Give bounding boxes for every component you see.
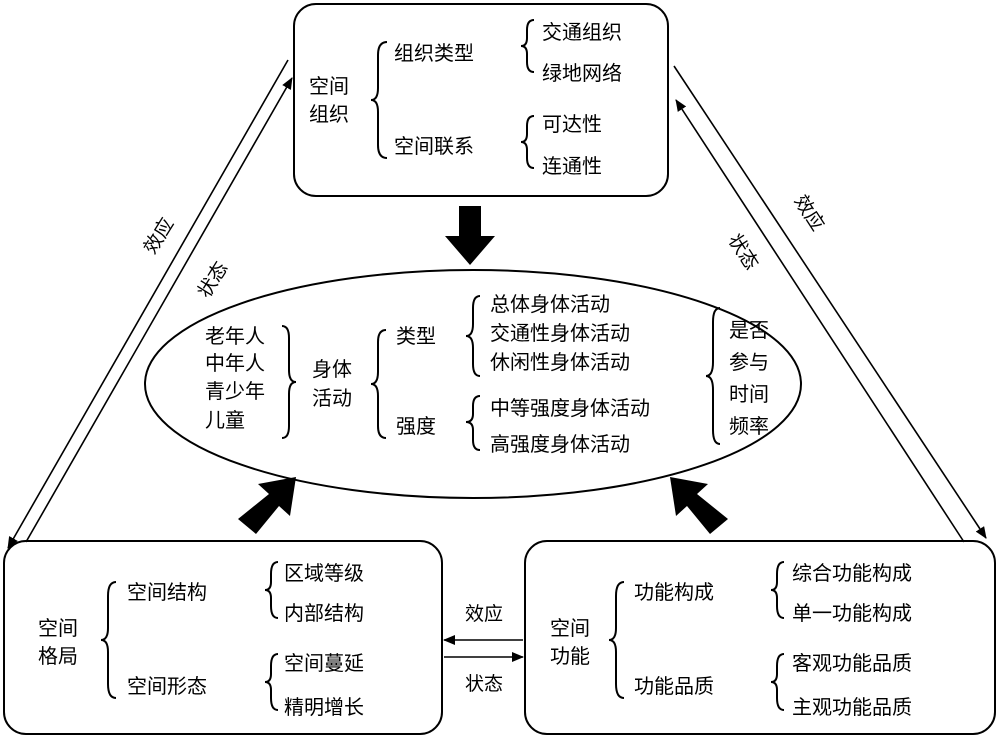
brace-center-intensity <box>465 395 481 451</box>
brace-left-main <box>100 581 117 699</box>
top-group-1-item-1: 交通组织 <box>542 20 622 44</box>
center-title-line-2: 活动 <box>312 386 352 410</box>
brace-top-type <box>520 19 535 73</box>
braces <box>100 19 785 711</box>
block-arrow-top-down <box>445 206 495 265</box>
left-group-2-item-1: 空间蔓延 <box>284 651 364 675</box>
top-title-line-2: 组织 <box>309 102 349 126</box>
brace-left-form <box>264 653 279 711</box>
arrow-effect-left <box>7 59 289 549</box>
people-group-4: 儿童 <box>205 408 245 432</box>
right-group-1-label: 功能构成 <box>634 580 714 604</box>
intensity-item-2: 高强度身体活动 <box>490 432 630 456</box>
arrow-state-right <box>675 99 965 543</box>
top-group-2-label: 空间联系 <box>394 134 474 158</box>
left-group-1-item-2: 内部结构 <box>284 601 364 625</box>
right-group-1-item-1: 综合功能构成 <box>792 561 912 585</box>
left-title-line-1: 空间 <box>38 616 78 640</box>
arrow-state-left <box>25 77 293 543</box>
intensity-item-1: 中等强度身体活动 <box>490 396 650 420</box>
measure-2: 参与 <box>729 350 769 374</box>
brace-center-people <box>281 325 297 439</box>
right-title-line-2: 功能 <box>550 644 590 668</box>
people-group-1: 老年人 <box>205 324 265 348</box>
brace-center-measure <box>705 307 721 445</box>
top-group-1-item-2: 绿地网络 <box>542 61 622 85</box>
brace-center-type <box>465 295 481 377</box>
brace-right-main <box>608 581 625 699</box>
left-title-line-2: 格局 <box>38 644 78 668</box>
top-title-line-1: 空间 <box>309 74 349 98</box>
arrow-effect-right <box>673 65 987 539</box>
space-pattern-box <box>3 540 443 735</box>
top-group-2-item-1: 可达性 <box>542 112 602 136</box>
left-group-2-label: 空间形态 <box>127 674 207 698</box>
brace-right-composition <box>770 561 785 619</box>
label-state-bottom: 状态 <box>465 673 504 695</box>
physical-activity-ellipse <box>144 269 802 499</box>
brace-top-link <box>520 115 535 169</box>
block-arrow-right-up <box>670 477 728 534</box>
right-group-2-item-2: 主观功能品质 <box>792 695 912 719</box>
measure-1: 是否 <box>729 318 769 342</box>
label-effect-bottom: 效应 <box>465 603 504 625</box>
right-group-1-item-2: 单一功能构成 <box>792 601 912 625</box>
space-function-box <box>524 540 996 735</box>
type-item-1: 总体身体活动 <box>490 292 610 316</box>
top-group-2-item-2: 连通性 <box>542 154 602 178</box>
left-group-1-item-1: 区域等级 <box>284 561 364 585</box>
left-group-1-label: 空间结构 <box>127 580 207 604</box>
right-group-2-label: 功能品质 <box>634 674 714 698</box>
people-group-3: 青少年 <box>205 379 265 403</box>
dimension-type-label: 类型 <box>396 324 436 348</box>
brace-center-main <box>370 329 387 439</box>
right-title-line-1: 空间 <box>550 616 590 640</box>
brace-right-quality <box>770 653 785 711</box>
connector-arrows <box>7 59 987 662</box>
top-group-1-label: 组织类型 <box>394 41 474 65</box>
dimension-intensity-label: 强度 <box>396 414 436 438</box>
measure-4: 频率 <box>729 414 769 438</box>
type-item-3: 休闲性身体活动 <box>490 350 630 374</box>
type-item-2: 交通性身体活动 <box>490 321 630 345</box>
brace-top-main <box>370 41 388 159</box>
left-group-2-item-2: 精明增长 <box>284 695 364 719</box>
right-group-2-item-1: 客观功能品质 <box>792 651 912 675</box>
people-group-2: 中年人 <box>205 351 265 375</box>
center-title-line-1: 身体 <box>312 357 352 381</box>
brace-left-structure <box>264 561 279 619</box>
space-organization-box <box>293 3 669 197</box>
measure-3: 时间 <box>729 382 769 406</box>
block-arrow-left-up <box>238 477 296 534</box>
